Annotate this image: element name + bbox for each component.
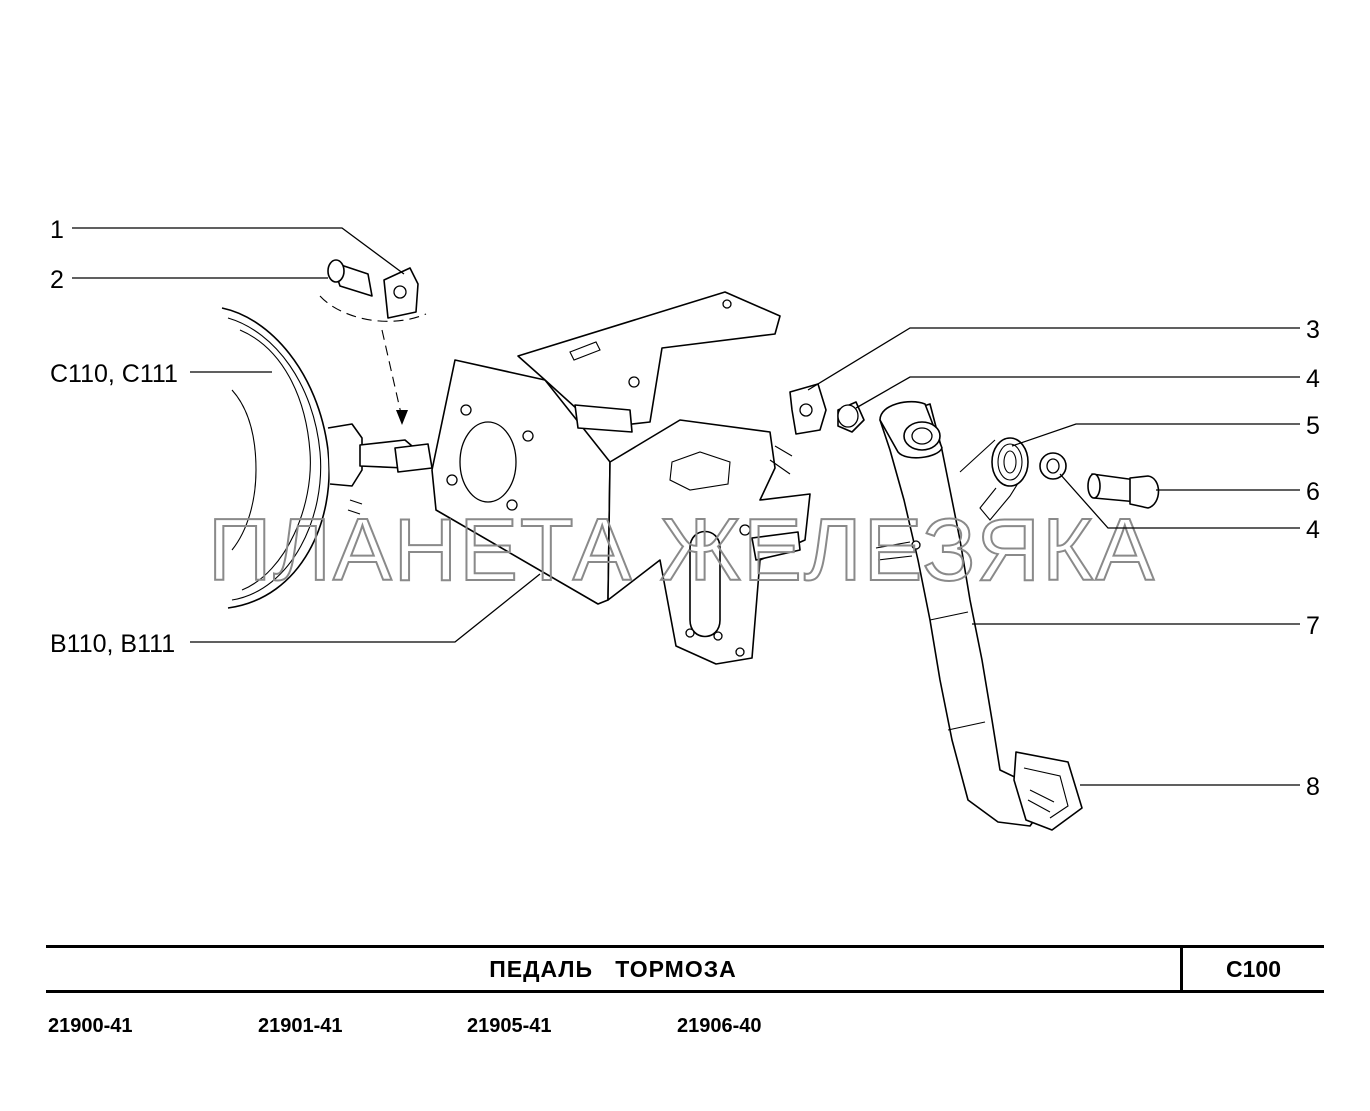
- model-code: 21901-41: [258, 1015, 343, 1037]
- callout-7: 7: [1306, 612, 1320, 640]
- diagram-title: ПЕДАЛЬ ТОРМОЗА: [489, 956, 737, 982]
- brake-booster: [221, 307, 433, 609]
- pedal-bracket: [431, 291, 811, 665]
- callout-8: 8: [1306, 773, 1320, 801]
- callout-3: 3: [1306, 316, 1320, 344]
- model-code: 21906-40: [677, 1015, 762, 1037]
- bushing-left: [837, 401, 865, 433]
- pivot-bolt: [1087, 473, 1160, 509]
- model-code: 21900-41: [48, 1015, 133, 1037]
- callout-2: 2: [50, 266, 64, 294]
- brake-pedal-lever: [875, 400, 1041, 827]
- pedal-clip: [789, 383, 827, 435]
- diagram-code: C100: [1226, 956, 1281, 982]
- watermark-text: ПЛАНЕТА ЖЕЛЕЗЯКА: [208, 500, 1156, 599]
- title-divider: [1180, 948, 1183, 990]
- callout-b110-b111: B110, B111: [50, 630, 175, 658]
- callout-5: 5: [1306, 412, 1320, 440]
- callout-1: 1: [50, 216, 64, 244]
- leader-lines: [72, 227, 1300, 786]
- bushing-right: [1039, 452, 1067, 480]
- model-list: 21900-41 21901-41 21905-41 21906-40: [48, 1012, 948, 1040]
- title-block: ПЕДАЛЬ ТОРМОЗА C100: [46, 945, 1324, 993]
- callout-6: 6: [1306, 478, 1320, 506]
- return-spring: [959, 437, 1029, 521]
- brake-pedal-pad: [1013, 751, 1083, 831]
- clevis-pin-and-clip: [319, 259, 427, 425]
- model-code: 21905-41: [467, 1015, 552, 1037]
- callout-c110-c111: C110, C111: [50, 360, 178, 388]
- callout-4-bottom: 4: [1306, 516, 1320, 544]
- callout-4-top: 4: [1306, 365, 1320, 393]
